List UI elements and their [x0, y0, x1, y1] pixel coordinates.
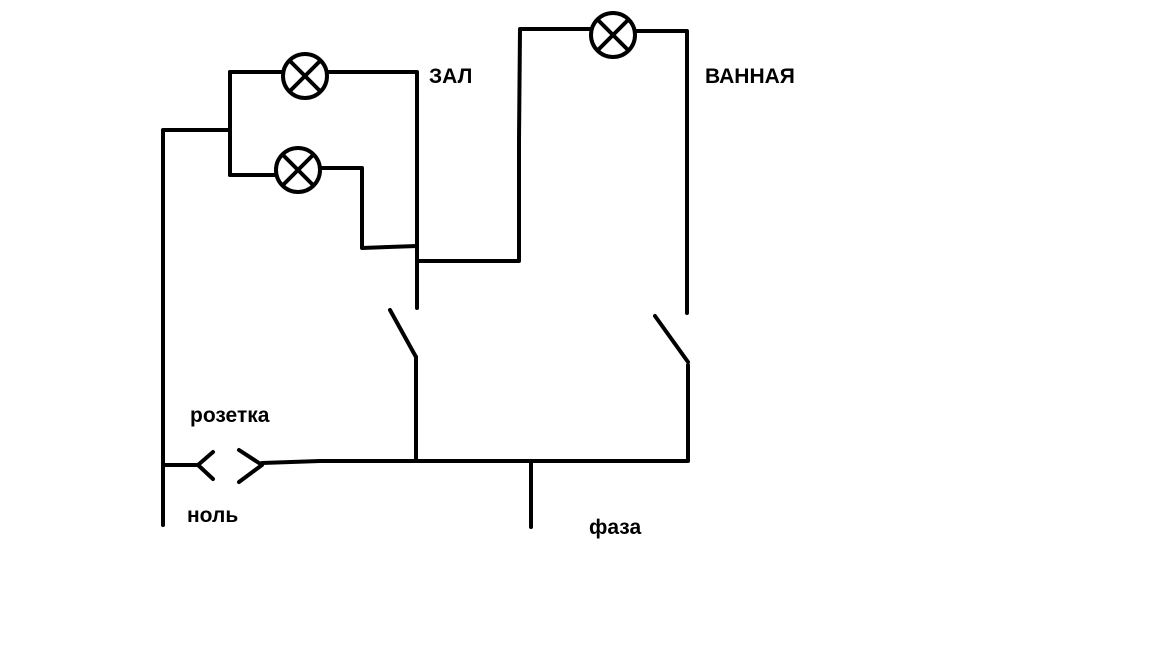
bathroom-label: ВАННАЯ [705, 65, 795, 88]
bathroom-switch [653, 314, 690, 364]
hall-switch [388, 308, 418, 359]
hall-lamp-1-right-wire [325, 70, 419, 310]
neutral-label: ноль [187, 504, 238, 527]
neutral-wire [161, 128, 232, 527]
hall-lamp-2-right-wire [318, 166, 419, 250]
socket-label: розетка [190, 404, 270, 427]
phase-label: фаза [589, 516, 641, 539]
bathroom-lamp-icon [589, 11, 637, 59]
socket-icon [161, 448, 264, 484]
hall-lamp-1-icon [281, 52, 329, 100]
hall-to-bathroom-wire [415, 27, 592, 263]
bathroom-lamp-right-wire [633, 29, 689, 315]
hall-label: ЗАЛ [429, 65, 472, 88]
phase-bus [260, 363, 690, 465]
hall-lamp-2-icon [274, 146, 322, 194]
